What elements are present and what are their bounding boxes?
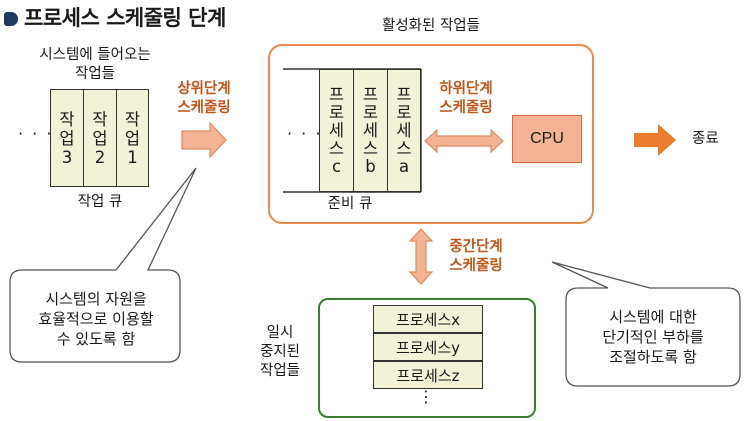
ready-process-card: 프 로 세 스 b [353, 69, 388, 192]
long-term-line: 스케줄링 [177, 100, 231, 116]
active-jobs-box [268, 44, 594, 224]
process-char: 로 [328, 102, 345, 122]
process-char: 프 [362, 84, 379, 104]
title-bullet-icon [4, 12, 18, 26]
ready-process-card: 프 로 세 스 c [319, 69, 354, 192]
callout-left-line: 수 있도록 함 [56, 330, 136, 348]
process-char: 프 [328, 84, 345, 104]
callout-right-line: 조절하도록 함 [609, 348, 697, 366]
job-char: 3 [61, 147, 73, 167]
suspended-ellipsis: ⋮ [418, 387, 434, 406]
job-char: 업 [92, 128, 108, 148]
incoming-jobs-line: 시스템에 들어오는 [39, 47, 151, 63]
callout-right-line: 시스템에 대한 [609, 308, 697, 326]
job-char: 업 [124, 128, 141, 148]
medium-term-label: 중간단계 스케줄링 [438, 238, 514, 276]
callout-left-bubble [9, 167, 197, 363]
job-char: 작 [59, 109, 75, 129]
process-char: c [331, 156, 342, 176]
job-card: 작 업 1 [116, 89, 149, 187]
ready-queue-label: 준비 큐 [327, 196, 373, 212]
process-char: 스 [396, 138, 412, 158]
short-term-line: 하위단계 [439, 81, 493, 97]
incoming-jobs-line: 작업들 [74, 66, 116, 82]
ready-queue: 프 로 세 스 c 프 로 세 스 b 프 로 세 스 a [319, 69, 421, 192]
callout-right-bubble [551, 261, 741, 387]
ready-queue-ellipsis: · · · [287, 124, 323, 143]
long-term-arrow [181, 121, 227, 159]
incoming-jobs-label: 시스템에 들어오는 작업들 [20, 46, 170, 84]
short-term-double-arrow [424, 128, 504, 154]
medium-term-line: 중간단계 [449, 239, 503, 255]
callout-right-text: 시스템에 대한 단기적인 부하를 조절하도록 함 [568, 307, 738, 367]
job-char: 2 [94, 147, 106, 167]
page-title-text: 프로세스 스케줄링 단계 [24, 6, 226, 30]
exit-arrow [634, 124, 676, 156]
suspended-label-line: 중지된 [259, 344, 301, 360]
suspended-process-row: 프로세스x [373, 305, 483, 333]
suspended-label-line: 일시 [266, 325, 294, 341]
job-char: 작 [92, 109, 108, 129]
job-char: 작 [124, 109, 141, 129]
process-char: b [365, 156, 376, 176]
suspended-process-row: 프로세스z [373, 361, 483, 389]
long-term-label: 상위단계 스케줄링 [166, 80, 242, 118]
suspended-label-line: 작업들 [259, 363, 301, 379]
suspended-jobs-label: 일시 중지된 작업들 [248, 324, 312, 381]
short-term-line: 스케줄링 [439, 100, 493, 116]
callout-left-text: 시스템의 자원을 효율적으로 이용할 수 있도록 함 [14, 289, 178, 349]
callout-right-line: 단기적인 부하를 [602, 328, 704, 346]
process-char: 세 [362, 120, 379, 140]
process-char: 프 [396, 84, 412, 104]
process-char: 로 [362, 102, 379, 122]
suspended-jobs-box [318, 298, 536, 418]
process-char: a [398, 156, 410, 176]
short-term-label: 하위단계 스케줄링 [428, 80, 504, 118]
process-char: 로 [396, 102, 412, 122]
job-queue-ellipsis: · · · [18, 124, 54, 143]
active-jobs-label: 활성화된 작업들 [382, 18, 480, 34]
process-char: 스 [362, 138, 379, 158]
job-card: 작 업 3 [50, 89, 84, 187]
process-char: 세 [396, 120, 412, 140]
job-queue-label: 작업 큐 [77, 194, 123, 210]
medium-term-double-arrow [408, 228, 434, 285]
cpu-box: CPU [512, 115, 582, 163]
callout-left-line: 시스템의 자원을 [45, 290, 147, 308]
job-char: 업 [59, 128, 75, 148]
job-queue: 작 업 3 작 업 2 작 업 1 [50, 89, 149, 187]
job-char: 1 [127, 147, 138, 167]
callout-left-line: 효율적으로 이용할 [38, 310, 154, 328]
process-char: 세 [328, 120, 345, 140]
exit-label: 종료 [692, 131, 719, 147]
page-title: 프로세스 스케줄링 단계 [4, 2, 226, 32]
ready-process-card: 프 로 세 스 a [387, 69, 421, 192]
medium-term-line: 스케줄링 [449, 258, 503, 274]
job-card: 작 업 2 [83, 89, 117, 187]
process-char: 스 [328, 138, 345, 158]
suspended-process-row: 프로세스y [373, 333, 483, 361]
long-term-line: 상위단계 [177, 81, 231, 97]
